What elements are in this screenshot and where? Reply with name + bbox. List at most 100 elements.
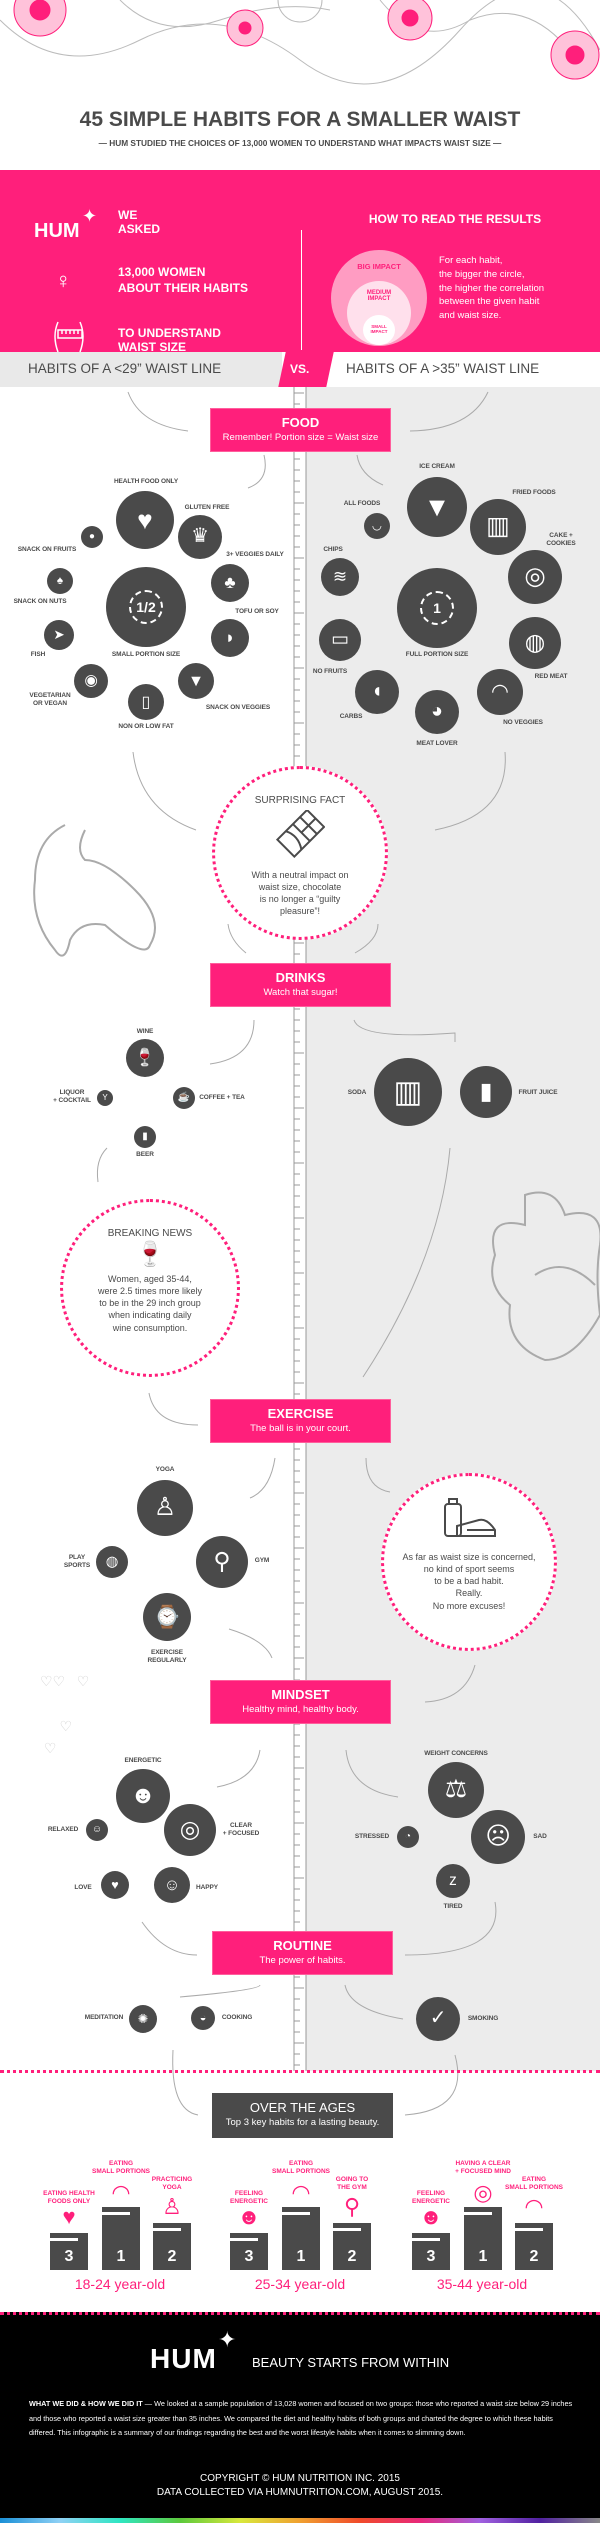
versus-left-bg [0,352,282,387]
footer-tagline: BEAUTY STARTS FROM WITHIN [252,2355,450,2370]
podium-habit-label: PRACTICING YOGA [151,2176,193,2192]
habit-circle: ◒ [191,2006,215,2030]
habit-label: GYM [254,1556,270,1564]
habit-label: COFFEE + TEA [199,1093,245,1101]
habit-label: WINE [136,1027,154,1035]
podium-block-first: 1 [282,2207,320,2270]
bowl-icon: ◡ [371,519,383,533]
method-heading: WHAT WE DID & HOW WE DID IT [29,2399,143,2408]
habit-label: 3+ VEGGIES DAILY [226,550,284,558]
exercise-bike-icon: ⚲ [213,1548,231,1575]
half-plate-icon: ◠ [291,2180,311,2205]
floral-header-illustration [0,0,600,85]
podium-block-third: 3 [230,2233,268,2270]
legend-big-circle: BIG IMPACT MEDIUM IMPACT SMALL IMPACT [331,250,427,346]
podium-rank: 1 [296,2248,306,2265]
habit-circle: ◎ [508,550,562,604]
habit-label: NO FRUITS [312,667,348,675]
habit-circle: ♠ [47,568,73,594]
habit-label: ICE CREAM [419,462,455,470]
divider [301,230,302,350]
habit-label: FULL PORTION SIZE [405,650,469,658]
page-subtitle: — HUM STUDIED THE CHOICES OF 13,000 WOME… [98,138,502,148]
habit-circle: ▯ [128,684,164,720]
habit-circle: ✺ [129,2005,157,2033]
method-text: — We looked at a sample population of 13… [29,2399,573,2438]
wine-bottle-glass-icon: 🍷 [135,1241,165,1268]
habit-label: YOGA [155,1465,175,1473]
habit-circle: ☻ [116,1769,170,1823]
target-icon: ◎ [473,2180,493,2205]
coffee-cup-icon: ☕ [177,1092,191,1104]
section-subtitle: Watch that sugar! [263,987,338,998]
copyright: COPYRIGHT © HUM NUTRITION INC. 2015 [200,2473,400,2484]
bread-icon: ◖ [371,680,383,703]
habit-label: STRESSED [354,1832,390,1840]
habit-circle: ☺ [86,1819,108,1841]
chocolate-bar-icon [275,808,326,859]
footer: HUM ✦ BEAUTY STARTS FROM WITHIN WHAT WE … [0,2312,600,2523]
milk-icon: ▯ [141,692,151,711]
intro-band: HUM ✦ WE ASKED ♀ 13,000 WOMEN ABOUT THEI… [0,170,600,354]
habit-circle: 🍷 [126,1039,164,1077]
age-group-label: 35-44 year-old [436,2276,528,2292]
habit-circle: ➤ [44,620,74,650]
habit-circle: ▥ [470,499,526,555]
habit-circle: 1 [397,568,477,648]
habit-label: EXERCISE REGULARLY [147,1648,187,1664]
fact-text: As far as waist size is concerned, no ki… [402,1552,536,1611]
cocktail-icon: Y [102,1093,108,1102]
half-plate-icon: ◠ [524,2194,544,2219]
habit-label: TOFU OR SOY [235,607,279,615]
habit-circle: ▭ [319,619,361,661]
habit-circle: ◎ [164,1804,216,1856]
habit-circle: ◍ [96,1546,128,1578]
podium-habit-label: EATING SMALL PORTIONS [271,2160,331,2176]
podium-rank: 3 [244,2248,254,2265]
podium-rank: 3 [426,2248,436,2265]
fitness-watch-icon: ⌚ [153,1604,181,1630]
habit-circle: 1/2 [106,567,186,647]
fish-icon: ➤ [53,627,65,643]
habit-circle: ◠ [477,669,523,715]
habit-label: SMALL PORTION SIZE [111,650,181,658]
fact-title: BREAKING NEWS [107,1228,193,1239]
habit-label: HEALTH FOOD ONLY [113,477,179,485]
sad-face-icon: ☹ [485,1822,511,1850]
section-subtitle: Healthy mind, healthy body. [242,1704,359,1715]
podium-rank: 2 [529,2248,539,2265]
podium-habit-label: EATING HEALTH FOODS ONLY [43,2190,95,2206]
female-symbol-icon: ♀ [55,268,72,293]
habit-label: HAPPY [196,1883,218,1891]
exercise-bike-icon: ⚲ [343,2194,361,2219]
habit-label: NO VEGGIES [503,718,543,726]
podium-block-third: 3 [50,2233,88,2270]
habit-label: CAKE + COOKIES [546,531,576,547]
fact-text: Women, aged 35-44, were 2.5 times more l… [97,1274,203,1333]
happy-face-icon: ☺ [163,1875,181,1894]
habit-label: FRUIT JUICE [518,1088,558,1096]
habit-label: ALL FOODS [343,499,381,507]
hummingbird-icon: ✦ [82,206,98,226]
carrot-icon: ▼ [187,671,205,690]
rainbow-strip [0,2518,600,2523]
habit-circle: ⌚ [143,1593,191,1641]
wheat-icon: ♛ [191,525,209,548]
habit-circle: ♥ [101,1871,129,1899]
ice-cream-icon: ▼ [423,491,451,522]
fries-icon: ▥ [486,512,510,541]
head-energy-icon: ☻ [419,2204,443,2229]
podium-block-second: 2 [153,2223,191,2270]
soy-bean-icon: ◗ [224,628,236,648]
habit-circle: ◗ [211,619,249,657]
habit-label: LOVE [74,1883,92,1891]
habit-circle: ◍ [509,617,561,669]
habit-label: CLEAR + FOCUSED [222,1821,260,1837]
habit-label: CHIPS [323,545,343,553]
habit-circle: ◖ [355,670,399,714]
page-title: 45 SIMPLE HABITS FOR A SMALLER WAIST [79,108,521,131]
habit-circle: ⚖ [428,1762,484,1818]
volleyball-icon: ◍ [105,1553,119,1570]
